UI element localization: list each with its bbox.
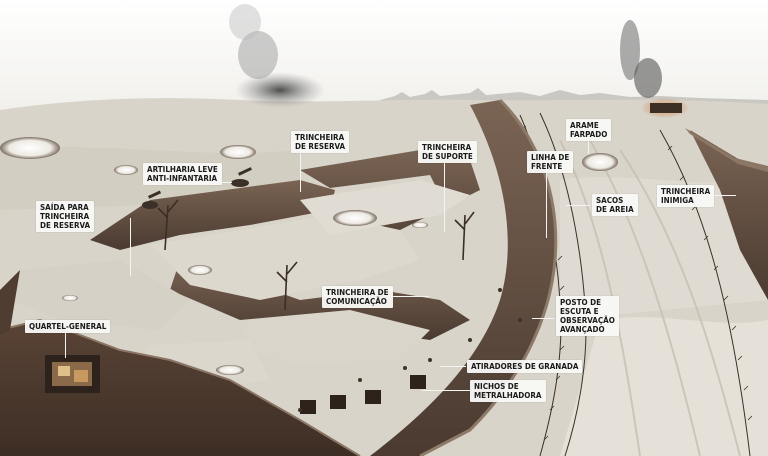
leader-sandbags	[566, 205, 590, 206]
leader-listening-post	[532, 318, 554, 319]
burning-tank	[620, 20, 689, 118]
label-reserve-trench: TRINCHEIRA DE RESERVA	[291, 131, 350, 153]
reserve-trench-works	[90, 180, 335, 250]
leader-light-artillery	[218, 182, 232, 183]
no-mans-land-tracks	[559, 139, 741, 456]
leader-communication-trench	[391, 296, 429, 297]
soldiers	[298, 288, 522, 412]
leader-reserve-exit	[130, 218, 131, 276]
label-headquarters: QUARTEL-GENERAL	[25, 320, 111, 333]
leader-machine-gun-nests	[422, 390, 470, 391]
leader-support-trench	[444, 162, 445, 232]
dead-trees	[157, 199, 475, 311]
light-artillery-guns	[142, 167, 252, 209]
label-barbed-wire: ARAME FARPADO	[566, 119, 612, 141]
label-support-trench: TRINCHEIRA DE SUPORTE	[418, 141, 477, 163]
leader-reserve-trench	[300, 152, 301, 192]
label-grenade-throwers: ATIRADORES DE GRANADA	[467, 360, 583, 373]
label-communication-trench: TRINCHEIRA DE COMUNICAÇÃO	[322, 286, 393, 308]
enemy-trench	[690, 130, 768, 300]
leader-enemy-trench	[712, 195, 736, 196]
label-light-artillery: ARTILHARIA LEVE ANTI-INFANTARIA	[143, 163, 222, 185]
leader-grenade-throwers	[440, 366, 466, 367]
leader-headquarters	[65, 333, 66, 358]
explosion-smoke-left	[229, 4, 325, 108]
label-reserve-exit: SAÍDA PARA TRINCHEIRA DE RESERVA	[36, 201, 95, 232]
label-enemy-trench: TRINCHEIRA INIMIGA	[657, 185, 715, 207]
leader-barbed-wire	[588, 140, 589, 154]
label-machine-gun-nests: NICHOS DE METRALHADORA	[470, 380, 546, 402]
cutaway-earth	[0, 320, 360, 456]
headquarters-bunker	[45, 355, 100, 393]
label-front-line: LINHA DE FRENTE	[527, 151, 574, 173]
machine-gun-nests	[300, 375, 426, 414]
label-sandbags: SACOS DE AREIA	[592, 194, 638, 216]
shell-craters	[0, 137, 618, 375]
leader-front-line	[546, 172, 547, 238]
label-listening-post: POSTO DE ESCUTA E OBSERVAÇÃO AVANÇADO	[556, 296, 619, 336]
